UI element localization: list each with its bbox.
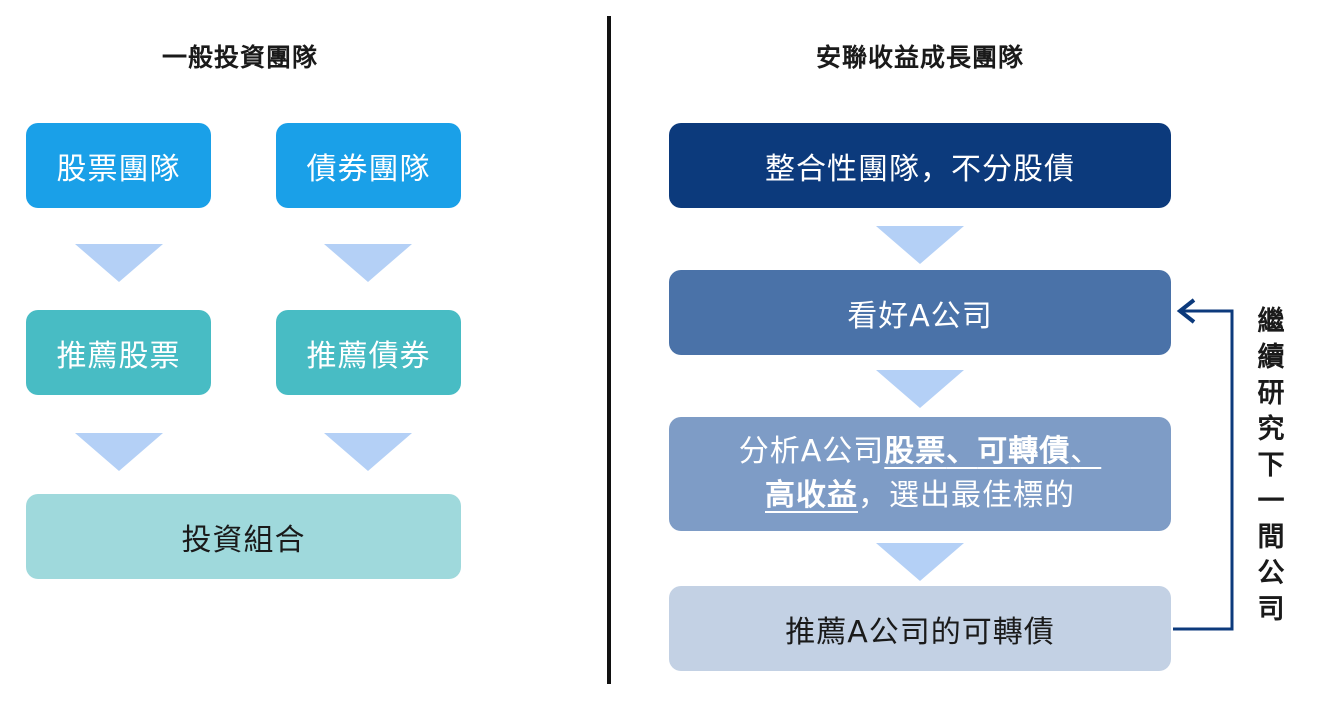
recommend-convertible-box: 推薦A公司的可轉債 [669, 586, 1171, 671]
down-arrow-icon [876, 226, 964, 264]
loop-label-char: 研 [1257, 378, 1285, 409]
loop-label-char: 司 [1257, 594, 1285, 625]
analysis-text: 分析A公司股票、可轉債、 高收益，選出最佳標的 [739, 430, 1102, 518]
recommend-stock-box: 推薦股票 [26, 310, 211, 395]
right-title: 安聯收益成長團隊 [815, 43, 1024, 72]
loop-label-char: 公 [1257, 558, 1285, 589]
bond-team-box: 債券團隊 [276, 123, 461, 208]
loop-label-char: 繼 [1257, 306, 1285, 337]
recommend-bond-box: 推薦債券 [276, 310, 461, 395]
down-arrow-icon [876, 370, 964, 408]
analysis-high-yield: 高收益 [765, 478, 858, 513]
down-arrow-icon [75, 433, 163, 471]
center-divider [607, 16, 611, 684]
loop-label-char: 續 [1257, 342, 1285, 373]
portfolio-box: 投資組合 [26, 494, 461, 579]
integrated-team-box: 整合性團隊，不分股債 [669, 123, 1171, 208]
analysis-box: 分析A公司股票、可轉債、 高收益，選出最佳標的 [669, 417, 1171, 531]
loop-label: 繼 續 研 究 下 一 間 公 司 [1254, 304, 1288, 628]
analysis-convertible: 可轉債 [977, 434, 1071, 469]
analysis-prefix: 分析A公司 [738, 434, 885, 469]
left-title: 一般投資團隊 [161, 43, 318, 72]
loop-label-char: 下 [1257, 450, 1285, 481]
analysis-stocks: 股票 [884, 434, 947, 469]
like-company-box: 看好A公司 [669, 270, 1171, 355]
loop-label-char: 究 [1257, 414, 1285, 445]
analysis-sep1: 、 [946, 434, 978, 469]
stock-team-box: 股票團隊 [26, 123, 211, 208]
down-arrow-icon [324, 244, 412, 282]
analysis-sep2: 、 [1070, 434, 1102, 469]
loop-label-char: 一 [1257, 486, 1285, 517]
down-arrow-icon [75, 244, 163, 282]
down-arrow-icon [876, 543, 964, 581]
analysis-suffix: ，選出最佳標的 [858, 478, 1075, 513]
loop-label-char: 間 [1257, 522, 1285, 553]
down-arrow-icon [324, 433, 412, 471]
loop-line [1173, 309, 1234, 631]
loop-arrowhead-icon [1176, 298, 1196, 324]
